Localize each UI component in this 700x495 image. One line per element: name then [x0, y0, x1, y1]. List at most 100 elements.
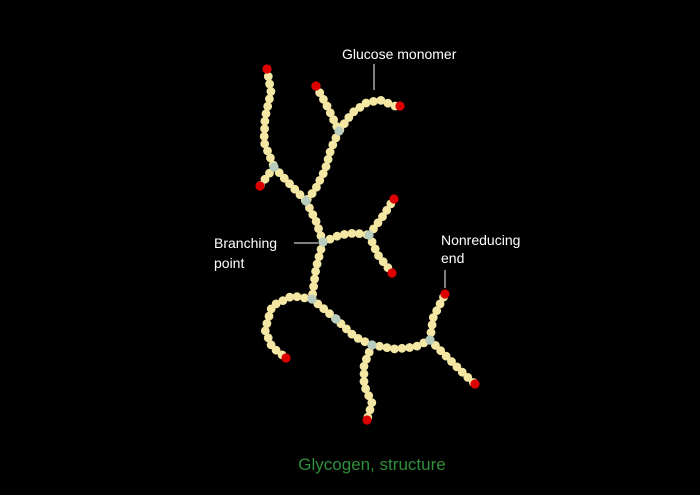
- glucose-monomer-bead: [263, 333, 273, 343]
- glucose-monomer-bead: [262, 319, 272, 328]
- glucose-monomer-bead: [340, 230, 349, 239]
- nonreducing-end-bead: [387, 268, 397, 278]
- glucose-monomer-bead: [312, 182, 321, 192]
- glucose-monomer-bead: [261, 109, 271, 119]
- glucose-monomer-bead: [382, 343, 392, 352]
- label-branching-point: Branching point: [214, 235, 318, 271]
- glucose-monomer-bead: [365, 405, 375, 415]
- glucose-monomer-bead: [260, 326, 270, 336]
- glucose-monomer-bead: [319, 304, 329, 314]
- glucose-monomer-bead: [265, 79, 274, 89]
- glucose-monomer-bead: [359, 377, 369, 386]
- glucose-monomer-bead: [441, 351, 451, 361]
- nonreducing-end-bead: [362, 415, 372, 425]
- branching-point-label-line2: point: [214, 255, 244, 271]
- glucose-monomer-bead: [329, 115, 338, 125]
- nonreducing-end-bead: [470, 379, 480, 389]
- glucose-monomer-bead: [359, 361, 369, 371]
- nonreducing-end-label-line2: end: [441, 250, 464, 266]
- glucose-monomer-bead: [347, 329, 357, 339]
- glucose-monomer-bead: [285, 292, 295, 302]
- glucose-monomer-bead: [378, 212, 387, 222]
- glucose-monomer-bead: [311, 267, 320, 276]
- glucose-monomer-bead: [325, 147, 335, 157]
- glucose-monomer-bead: [397, 343, 407, 353]
- nonreducing-end-bead: [389, 194, 399, 204]
- glucose-monomer-bead: [312, 259, 322, 269]
- branch-point-bead: [331, 314, 341, 324]
- glucose-monomer-bead: [374, 251, 383, 261]
- nonreducing-end-bead: [262, 64, 272, 74]
- glucose-monomer-bead: [376, 96, 386, 105]
- glucose-monomer-bead: [266, 87, 276, 96]
- glucose-monomer-bead: [323, 154, 333, 164]
- glucose-monomer-bead: [364, 391, 374, 401]
- branch-point-bead: [334, 126, 344, 136]
- branch-point-bead: [307, 294, 317, 304]
- glucose-monomer-bead: [325, 309, 334, 318]
- glucose-monomer-bead: [375, 341, 384, 351]
- glucose-monomer-bead: [364, 347, 374, 357]
- glucose-monomer-bead: [263, 72, 273, 81]
- glucose-monomer-bead: [436, 346, 446, 356]
- nonreducing-end-bead: [395, 101, 405, 111]
- glucose-monomer-bead: [305, 203, 314, 213]
- glucose-monomer-bead: [361, 384, 370, 394]
- branch-point-bead: [425, 335, 435, 345]
- glucose-monomer-bead: [360, 337, 370, 347]
- glucose-monomer-bead: [373, 218, 383, 228]
- branch-point-bead: [301, 196, 311, 206]
- glucose-monomer-bead: [370, 244, 380, 254]
- glucose-monomer-bead: [278, 296, 288, 305]
- glucose-monomer-bead: [457, 367, 467, 377]
- nonreducing-end-bead: [311, 81, 321, 91]
- glucose-monomer-bead: [428, 313, 438, 322]
- label-nonreducing-end: Nonreducing end: [441, 232, 520, 288]
- glucose-monomer-bead: [300, 293, 309, 303]
- glucose-monomer-bead: [260, 116, 270, 126]
- glucose-monomer-bead: [362, 354, 371, 364]
- glucose-monomer-bead: [263, 101, 273, 111]
- glucose-monomer-bead: [325, 108, 335, 118]
- glucose-monomer-bead: [361, 98, 371, 108]
- glucose-monomer-bead: [311, 217, 321, 226]
- glucose-monomer-bead: [405, 343, 414, 352]
- branch-point-bead: [269, 162, 279, 172]
- glucose-monomer-bead: [328, 140, 338, 150]
- glucose-monomer-bead: [347, 229, 357, 238]
- glucose-monomer-bead: [369, 97, 378, 106]
- glucose-monomer-bead: [367, 237, 377, 247]
- glucose-monomer-bead: [378, 257, 388, 267]
- glucose-monomer-bead: [314, 224, 323, 234]
- glucose-monomer-bead: [426, 328, 436, 337]
- glucose-monomer-label: Glucose monomer: [342, 46, 457, 62]
- glucose-monomer-bead: [452, 362, 462, 372]
- branch-point-bead: [364, 230, 374, 240]
- glucose-monomer-bead: [322, 101, 332, 111]
- nonreducing-end-bead: [440, 289, 450, 299]
- nonreducing-end-bead: [281, 353, 291, 363]
- glucose-monomer-bead: [310, 274, 319, 284]
- label-glucose-monomer: Glucose monomer: [342, 46, 457, 90]
- nonreducing-end-bead: [255, 181, 265, 191]
- glucose-monomer-bead: [342, 324, 351, 334]
- glucose-monomer-bead: [315, 176, 325, 185]
- glucose-monomer-bead: [309, 282, 318, 291]
- glucose-monomer-bead: [353, 334, 363, 343]
- glucose-monomer-bead: [427, 320, 437, 330]
- glucose-monomer-bead: [390, 344, 399, 354]
- glucose-monomer-bead: [435, 299, 445, 309]
- glucose-monomer-bead: [318, 169, 328, 179]
- glucose-monomer-bead: [355, 229, 364, 239]
- glucose-monomer-bead: [382, 205, 392, 215]
- figure-caption: Glycogen, structure: [298, 455, 445, 474]
- nonreducing-ends: [255, 64, 480, 425]
- glucose-monomer-bead: [266, 153, 275, 163]
- glucose-monomer-bead: [359, 369, 369, 379]
- glucose-monomer-bead: [308, 210, 318, 220]
- glucose-monomer-bead: [259, 132, 269, 141]
- glucose-monomer-bead: [432, 306, 442, 316]
- glucose-monomer-bead: [279, 173, 289, 183]
- glucose-monomer-bead: [332, 231, 342, 241]
